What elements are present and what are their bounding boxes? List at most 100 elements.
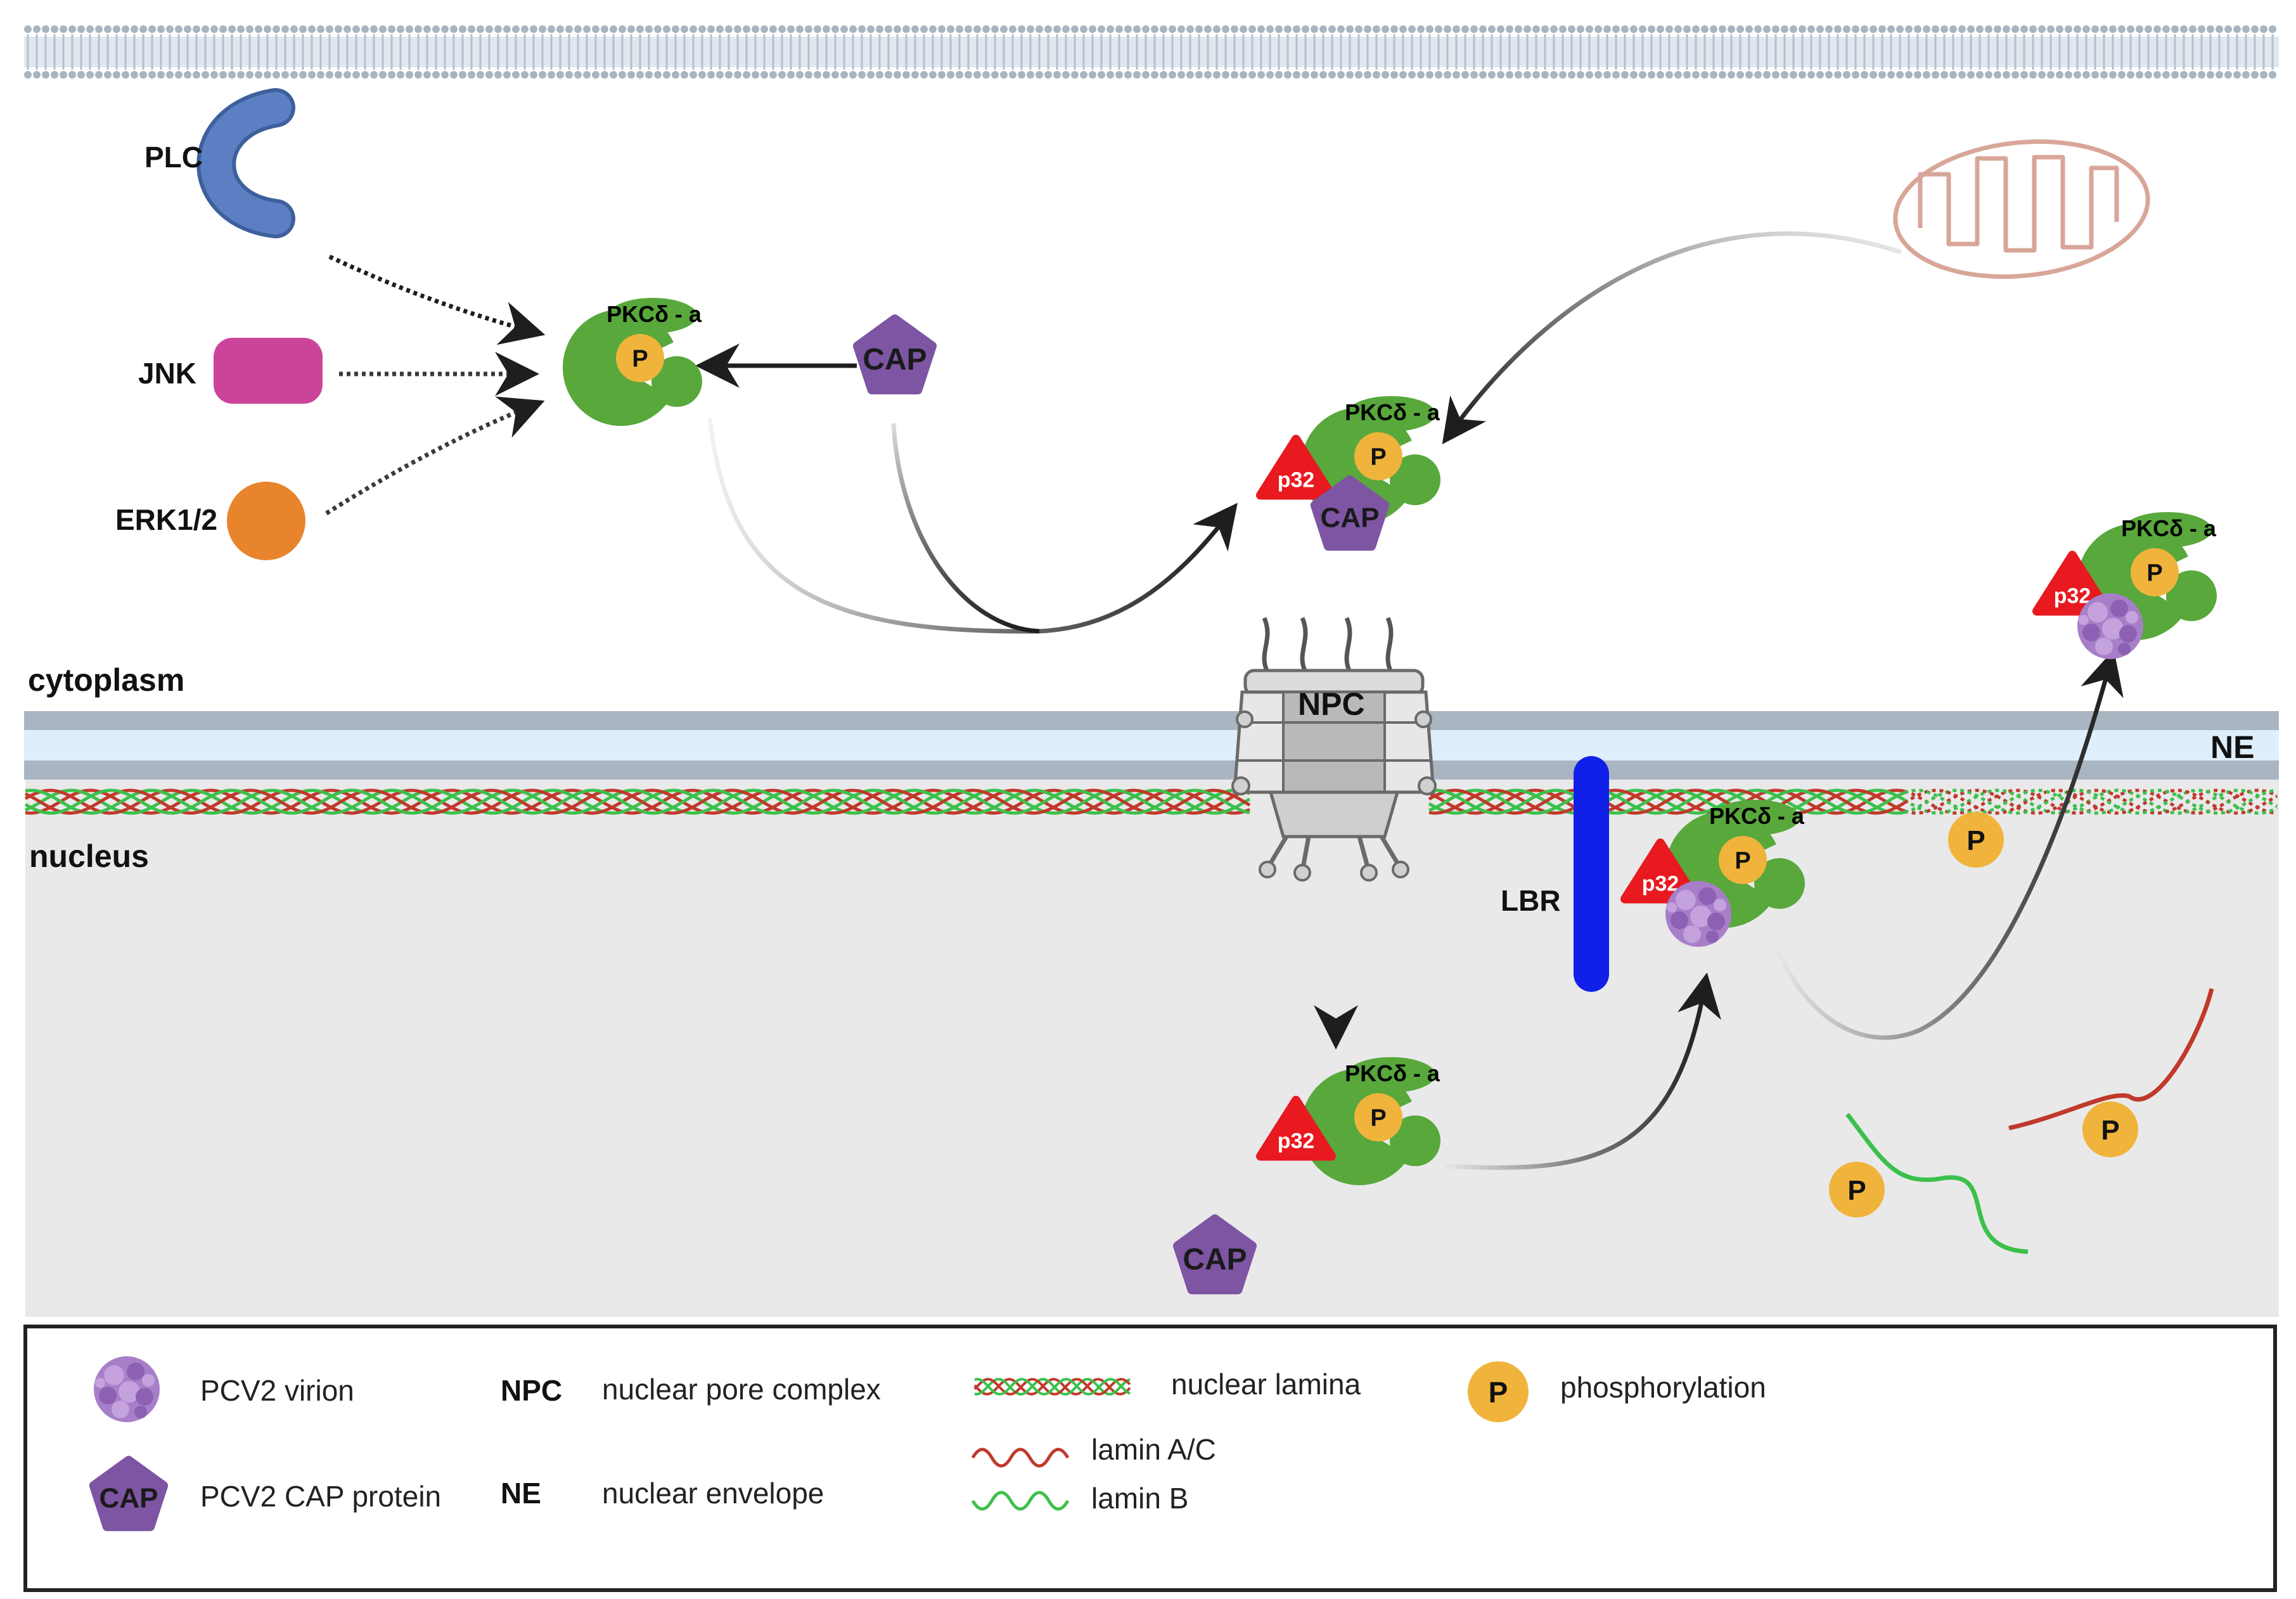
free-lamin-b xyxy=(1845,1112,2029,1254)
cap-to-complex-arrow xyxy=(891,423,1040,634)
cap-free-nucleus: CAP xyxy=(1173,1214,1257,1295)
plc-arrow xyxy=(328,254,546,345)
jnk-group: JNK xyxy=(138,338,323,404)
legend-ne-full: nuclear envelope xyxy=(602,1477,824,1510)
legend-lamin-ac-text: lamin A/C xyxy=(1091,1433,1216,1466)
legend-npc-full: nuclear pore complex xyxy=(602,1373,881,1406)
phosphorylated-lamins xyxy=(1845,988,2214,1254)
pkc-to-complex-arrow xyxy=(707,418,1238,634)
pkc-label: PKCδ - a xyxy=(2121,515,2217,541)
plc-group: PLC xyxy=(144,88,295,238)
erk-circle-icon xyxy=(227,482,305,560)
p32-triangle-icon xyxy=(2032,551,2112,616)
erk-arrow xyxy=(325,396,545,515)
legend-lamin-b-text: lamin B xyxy=(1091,1482,1188,1515)
mitochondrion-icon xyxy=(1893,139,2150,279)
pkc-label: PKCδ - a xyxy=(1345,1060,1440,1086)
jnk-label: JNK xyxy=(138,357,196,390)
nuclear-envelope xyxy=(24,711,2279,780)
erk-group: ERK1/2 xyxy=(115,482,305,560)
legend-cap-text: PCV2 CAP protein xyxy=(200,1480,441,1513)
legend-phosphate-symbol: P xyxy=(1489,1376,1508,1409)
virion-icon xyxy=(1665,881,1731,947)
legend-lamin-b-icon xyxy=(971,1491,1070,1511)
legend-lamina-icon xyxy=(973,1377,1131,1396)
phosphate-circle-icon xyxy=(1829,1162,1885,1217)
plasma-membrane xyxy=(24,18,2279,86)
to-cytoplasm-complex-arrow xyxy=(1775,649,2124,1040)
free-phosphates: P P P xyxy=(1829,812,2138,1217)
p32-label: p32 xyxy=(1278,468,1315,492)
p32-triangle-icon xyxy=(1620,838,1700,904)
p32-label: p32 xyxy=(1278,1129,1315,1153)
phosphate-label: P xyxy=(1735,848,1750,875)
legend-virion-text: PCV2 virion xyxy=(200,1374,354,1407)
phosphate-circle-icon xyxy=(616,334,664,382)
pkc-label: PKCδ - a xyxy=(606,301,702,327)
cap-label: CAP xyxy=(1183,1243,1247,1276)
phosphate-label: P xyxy=(1966,825,1985,856)
p32-triangle-icon xyxy=(1256,1096,1336,1161)
plc-label: PLC xyxy=(144,141,203,174)
cap-label: CAP xyxy=(863,343,927,376)
cap-pentagon-icon xyxy=(853,314,937,395)
npc-label: NPC xyxy=(1298,686,1365,722)
p32-label: p32 xyxy=(1642,871,1679,896)
cap-label: CAP xyxy=(99,1483,158,1514)
npc-pore-icon: NPC xyxy=(1231,617,1437,882)
to-lbr-complex-arrow xyxy=(1444,972,1721,1170)
phosphate-label: P xyxy=(1370,444,1386,471)
legend-phosphorylation-text: phosphorylation xyxy=(1560,1371,1766,1404)
legend-lamin-ac-icon xyxy=(971,1448,1070,1468)
flow-arrows xyxy=(695,231,2124,1170)
phosphate-label: P xyxy=(2101,1115,2119,1146)
phosphate-circle-icon xyxy=(1354,1093,1402,1141)
erk-label: ERK1/2 xyxy=(115,503,217,536)
pkc-activated: PKCδ - a P xyxy=(563,298,702,426)
p32-triangle-icon xyxy=(1256,435,1336,500)
legend-virion-icon xyxy=(94,1356,160,1422)
free-lamin-ac xyxy=(2008,988,2214,1131)
cap-free-cytoplasm: CAP xyxy=(853,314,937,395)
activation-arrows xyxy=(325,254,546,515)
jnk-rounded-rect-icon xyxy=(214,338,323,404)
phosphate-label: P xyxy=(1847,1175,1866,1206)
nuclear-lamina xyxy=(24,788,2278,815)
cap-pentagon-icon xyxy=(1173,1214,1257,1295)
cap-pentagon-icon xyxy=(1310,475,1390,551)
legend-phosphate-icon: P xyxy=(1468,1361,1529,1422)
lbr-label: LBR xyxy=(1501,884,1561,917)
phosphate-label: P xyxy=(632,346,648,373)
nucleus-label: nucleus xyxy=(29,838,149,874)
legend-cap-icon: CAP xyxy=(89,1456,169,1531)
ne-label: NE xyxy=(2210,729,2254,765)
phosphate-circle-icon xyxy=(2082,1101,2138,1157)
cap-pentagon-icon xyxy=(89,1456,169,1531)
phosphate-circle-icon xyxy=(1948,812,2004,868)
cap-label: CAP xyxy=(1321,503,1380,534)
phosphate-circle-icon xyxy=(1354,432,1402,480)
legend: PCV2 virion CAP PCV2 CAP protein NPC nuc… xyxy=(23,1325,2277,1592)
phosphate-label: P xyxy=(1370,1105,1386,1132)
phosphate-circle-icon xyxy=(2131,548,2179,596)
mito-to-complex-arrow xyxy=(1442,231,1902,445)
phosphate-circle-icon xyxy=(1719,836,1767,884)
virion-icon xyxy=(2077,593,2143,659)
legend-lamina-text: nuclear lamina xyxy=(1171,1368,1361,1401)
cytoplasm-label: cytoplasm xyxy=(28,662,184,698)
p32-label: p32 xyxy=(2054,584,2091,608)
lbr-bar-icon xyxy=(1574,756,1609,992)
nucleus-region xyxy=(25,716,2279,1317)
legend-ne-abbr: NE xyxy=(501,1477,541,1510)
lbr-group: LBR xyxy=(1501,756,1609,992)
pkc-label: PKCδ - a xyxy=(1345,399,1440,425)
phosphate-label: P xyxy=(2146,560,2162,587)
pkc-label: PKCδ - a xyxy=(1709,803,1805,829)
